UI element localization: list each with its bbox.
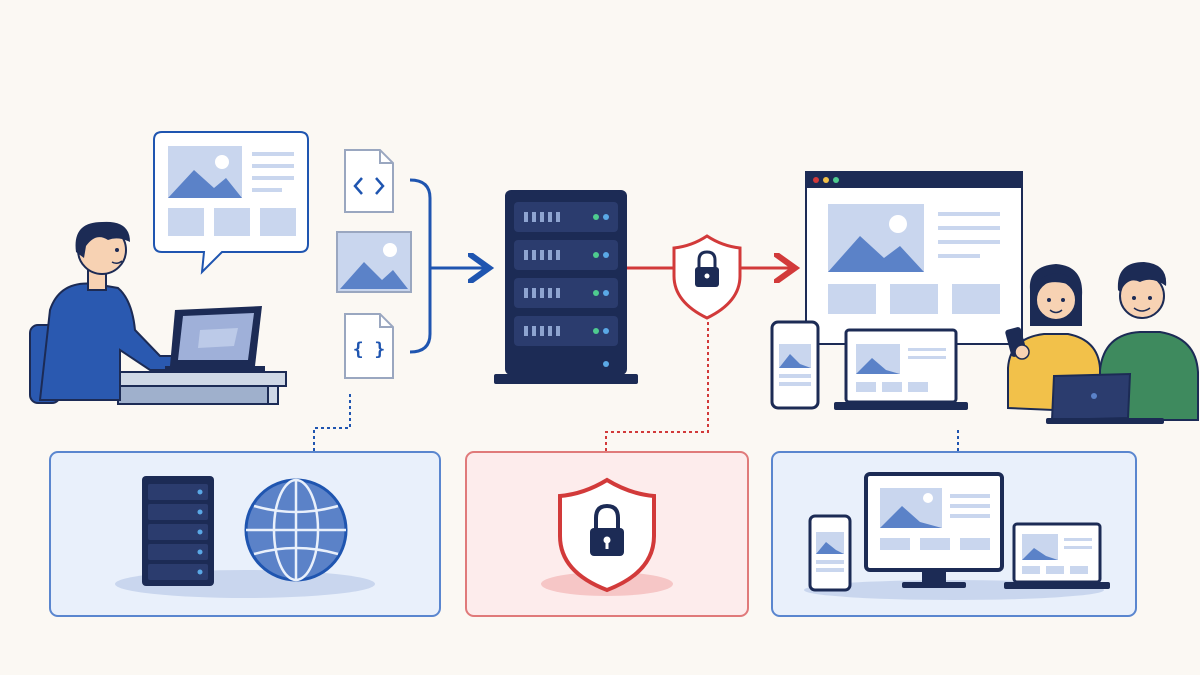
woman-with-phone-icon (1005, 264, 1101, 414)
text-lines-icon (252, 152, 294, 192)
svg-text:{ }: { } (353, 339, 386, 360)
thumbnail-block (214, 208, 250, 236)
globe-icon (244, 478, 348, 582)
laptop-icon (165, 306, 265, 372)
server-rack-icon (494, 190, 638, 384)
man-with-laptop-icon (1046, 262, 1199, 424)
server-unit (514, 202, 618, 232)
image-file-icon (336, 231, 412, 293)
hosting-panel (49, 451, 441, 617)
server-unit (514, 316, 618, 346)
monitor-icon (864, 472, 1004, 588)
shield-lock-icon (672, 234, 742, 320)
thumbnail-block (260, 208, 296, 236)
laptop-icon (1004, 522, 1110, 589)
developer-group (29, 221, 287, 405)
thumbnail-block (168, 208, 204, 236)
server-icon (142, 476, 214, 586)
phone-icon (770, 320, 820, 410)
json-file-icon: { } (344, 313, 394, 379)
speech-bubble (153, 131, 309, 275)
phone-icon (808, 514, 852, 592)
laptop-device-icon (834, 328, 968, 410)
responsive-panel (771, 451, 1137, 617)
server-unit (514, 278, 618, 308)
code-file-icon (344, 149, 394, 213)
server-unit (514, 240, 618, 270)
browser-window-icon (805, 171, 1023, 345)
files-group: { } (336, 149, 412, 379)
image-placeholder-icon (168, 146, 242, 198)
security-panel (465, 451, 749, 617)
files-to-server-connector (409, 178, 486, 354)
desk-icon (117, 371, 287, 405)
shield-lock-icon (558, 477, 656, 593)
